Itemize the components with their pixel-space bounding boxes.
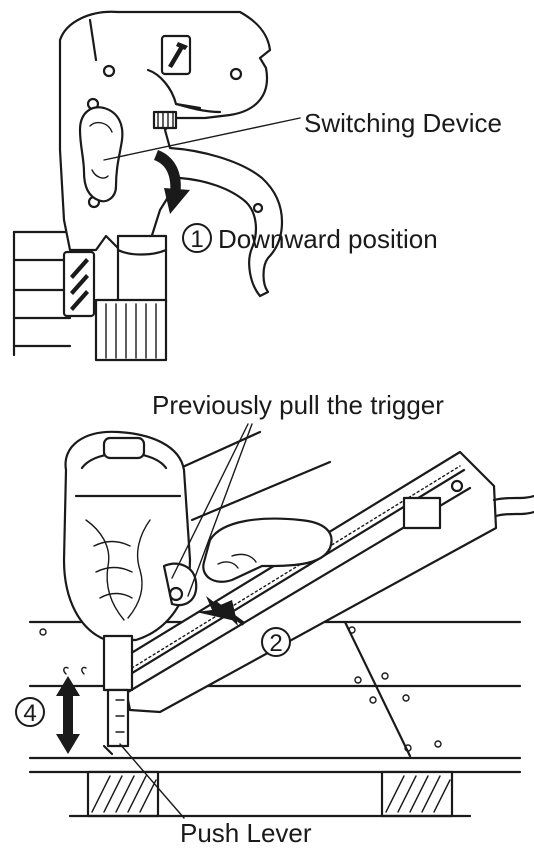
leader-push-lever bbox=[119, 743, 185, 819]
nailer-head bbox=[62, 430, 192, 642]
double-arrow-icon bbox=[56, 676, 80, 754]
tool-nose bbox=[94, 234, 168, 362]
step-2-number: 2 bbox=[269, 630, 282, 657]
downward-arrow-icon bbox=[154, 150, 190, 214]
switching-device-knob bbox=[78, 106, 124, 203]
step-4-number: 4 bbox=[23, 700, 36, 727]
nail-icon-plate-top bbox=[160, 34, 192, 76]
step-1-badge: 1 bbox=[182, 223, 212, 253]
arrow-step-2-icon bbox=[196, 596, 246, 626]
push-lever-label: Push Lever bbox=[180, 818, 312, 848]
step-4-badge: 4 bbox=[15, 697, 45, 727]
switching-device-label: Switching Device bbox=[304, 108, 502, 138]
nailer-scene bbox=[28, 423, 534, 819]
joist-left bbox=[86, 770, 160, 818]
tool-body-upper bbox=[58, 10, 284, 298]
joist-right bbox=[380, 770, 454, 818]
leader-trigger-2 bbox=[187, 423, 253, 597]
leader-trigger-1 bbox=[171, 423, 249, 579]
operator-hand bbox=[174, 430, 333, 583]
step-2-badge: 2 bbox=[261, 627, 291, 657]
downward-position-label: Downward position bbox=[218, 224, 438, 254]
nail-icon-plate-lower bbox=[62, 250, 96, 318]
switching-device-closeup bbox=[12, 10, 301, 362]
nail-magazine bbox=[118, 450, 534, 714]
nailer-nose bbox=[63, 634, 134, 756]
slide-bolt bbox=[152, 110, 178, 130]
wall-boards bbox=[12, 230, 72, 357]
step-1-number: 1 bbox=[190, 226, 203, 253]
leader-switching-device bbox=[103, 117, 301, 161]
trigger-label: Previously pull the trigger bbox=[152, 390, 444, 420]
